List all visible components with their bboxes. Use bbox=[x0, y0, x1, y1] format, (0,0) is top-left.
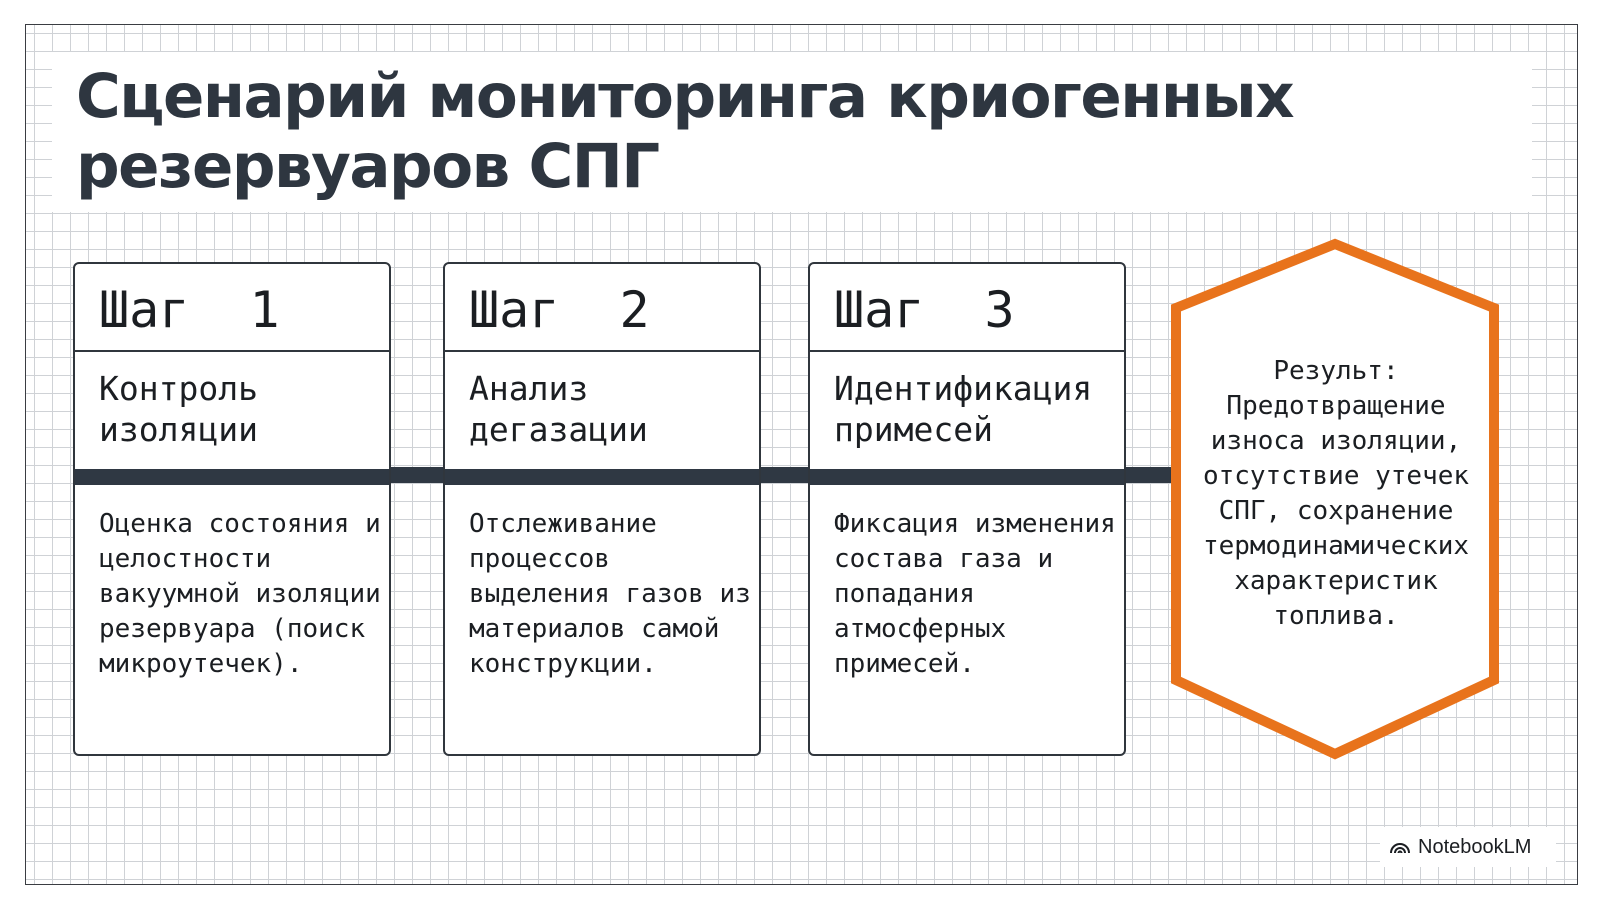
page-title: Сценарий мониторинга криогенных резервуа… bbox=[76, 61, 1295, 202]
step-description: Отслеживание процессов выделения газов и… bbox=[469, 509, 751, 679]
notebooklm-logo-icon bbox=[1390, 843, 1410, 854]
badge-label: NotebookLM bbox=[1418, 835, 1532, 858]
step-timeline-band bbox=[445, 469, 759, 485]
step-label: Шаг 3 bbox=[810, 264, 1124, 352]
step-timeline-band bbox=[810, 469, 1124, 485]
step-description: Оценка состояния и целостности вакуумной… bbox=[99, 509, 381, 679]
step-card-3: Шаг 3 Идентификация примесей Фиксация из… bbox=[808, 262, 1126, 756]
step-card-1: Шаг 1 Контроль изоляции Оценка состояния… bbox=[73, 262, 391, 756]
step-card-2: Шаг 2 Анализ дегазации Отслеживание проц… bbox=[443, 262, 761, 756]
step-description: Фиксация изменения состава газа и попада… bbox=[834, 509, 1116, 679]
result-hexagon bbox=[1171, 238, 1499, 760]
step-name: Анализ дегазации bbox=[469, 369, 648, 449]
step-name: Контроль изоляции bbox=[99, 369, 258, 449]
title-background bbox=[52, 52, 1532, 212]
step-label: Шаг 1 bbox=[75, 264, 389, 352]
step-name: Идентификация примесей bbox=[834, 369, 1093, 449]
step-timeline-band bbox=[75, 469, 389, 485]
notebooklm-badge: NotebookLM bbox=[1380, 827, 1556, 867]
result-hexagon-outline bbox=[1171, 238, 1499, 760]
result-text: Результ: Предотвращение износа изоляции,… bbox=[1202, 356, 1470, 631]
step-label: Шаг 2 bbox=[445, 264, 759, 352]
